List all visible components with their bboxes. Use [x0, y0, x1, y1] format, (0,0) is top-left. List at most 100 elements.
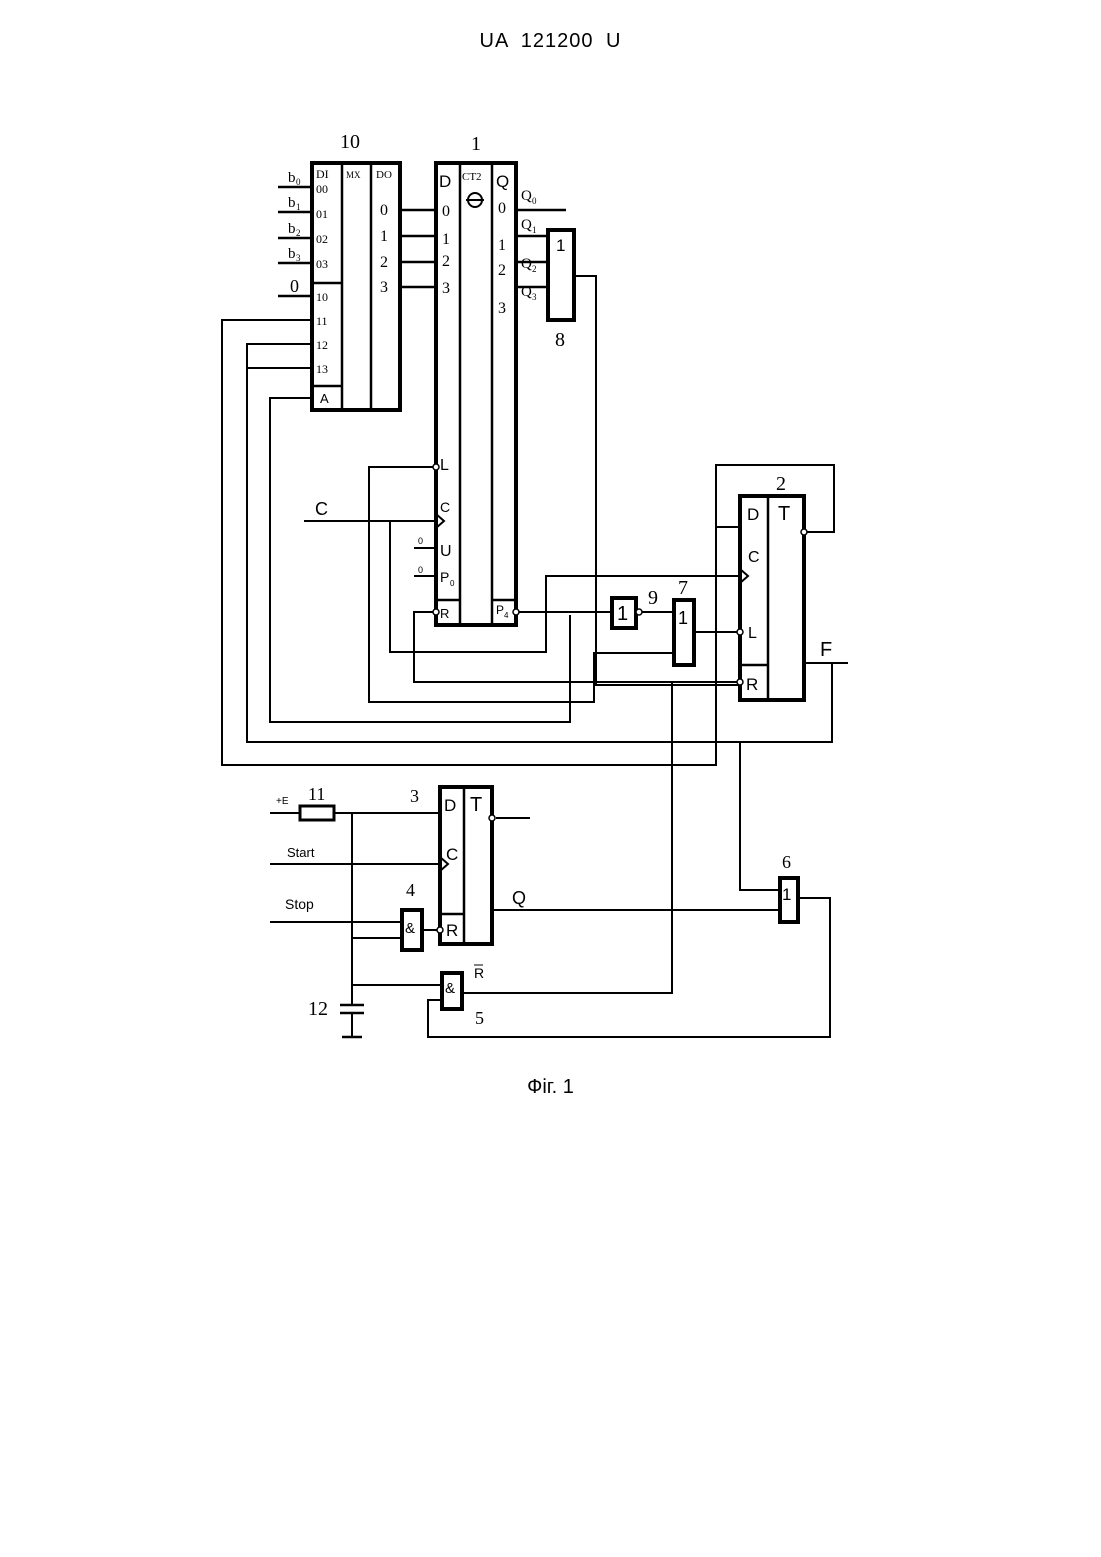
signal-b0: b [288, 170, 296, 186]
counter-block-1: 1 D CT2 Q 0 1 2 3 0 1 2 3 L C U P 0 R P … [433, 133, 519, 625]
counter-in-0: 0 [442, 203, 450, 220]
block-7-number: 7 [678, 577, 688, 599]
and-5-symbol: & [445, 980, 455, 997]
mux-label-03: 03 [316, 257, 328, 271]
block-4-number: 4 [406, 880, 415, 900]
signal-b0-sub: 0 [296, 177, 301, 187]
counter-label-l: L [440, 457, 449, 474]
mux-label-01: 01 [316, 207, 328, 221]
signal-u-zero: 0 [418, 536, 423, 546]
signal-p-zero: 0 [418, 565, 423, 575]
and-4-symbol: & [405, 920, 415, 937]
or-6-symbol: 1 [782, 885, 791, 904]
or-gate-6: 1 6 [780, 852, 798, 922]
counter-out-0: 0 [498, 200, 506, 217]
counter-out-1: 1 [498, 237, 506, 254]
counter-label-p0: P [440, 569, 449, 585]
block-8-number: 8 [555, 329, 565, 351]
mux-out-3: 3 [380, 279, 388, 296]
trigger-2-label-r: R [746, 675, 758, 694]
multiplexer-block-10: 10 DI MX DO 00 01 02 03 10 11 12 13 A 0 … [312, 131, 400, 410]
counter-label-q: Q [496, 172, 509, 191]
signal-f: F [820, 639, 832, 661]
signal-clock-c: C [315, 499, 328, 519]
trigger-2-label-d: D [747, 505, 759, 524]
signal-q0: Q [521, 188, 532, 204]
counter-in-2: 2 [442, 253, 450, 270]
signal-q-output: Q [512, 888, 526, 908]
block-10-number: 10 [340, 131, 360, 153]
counter-label-u: U [440, 543, 452, 560]
mux-label-10: 10 [316, 290, 328, 304]
block-2-number: 2 [776, 473, 786, 495]
signal-b2-sub: 2 [296, 228, 301, 238]
figure-caption: Фіг. 1 [0, 1076, 1101, 1099]
inverter-9-symbol: 1 [617, 603, 628, 625]
block-5-number: 5 [475, 1008, 484, 1028]
signal-q2-sub: 2 [532, 264, 537, 274]
and-gate-5: & 5 [442, 973, 484, 1028]
trigger-block-2: 2 D T C L R [737, 473, 807, 700]
block-12-number: 12 [308, 998, 328, 1020]
trigger-2-label-c: C [748, 549, 760, 566]
signal-q1-sub: 1 [532, 225, 537, 235]
trigger-3-label-t: T [470, 794, 482, 816]
mux-label-di: DI [316, 167, 329, 181]
signal-plus-e: +E [276, 796, 289, 807]
or-gate-8: 1 8 [548, 230, 574, 351]
or-8-symbol: 1 [556, 236, 565, 255]
mux-label-11: 11 [316, 314, 328, 328]
counter-label-r: R [440, 606, 449, 621]
mux-out-1: 1 [380, 228, 388, 245]
signal-zero-input: 0 [290, 276, 299, 296]
counter-out-3: 3 [498, 300, 506, 317]
counter-label-p4: P [496, 603, 504, 617]
signal-b1-sub: 1 [296, 202, 301, 212]
signal-q1: Q [521, 217, 532, 233]
signal-q3: Q [521, 284, 532, 300]
inverter-9: 1 9 [612, 587, 658, 628]
mux-label-13: 13 [316, 362, 328, 376]
signal-b3: b [288, 246, 296, 262]
trigger-3-label-d: D [444, 796, 456, 815]
mux-label-mx: MX [346, 170, 361, 180]
counter-in-3: 3 [442, 280, 450, 297]
mux-label-a: A [320, 391, 329, 406]
block-3-number: 3 [410, 786, 419, 806]
or-7-symbol: 1 [678, 608, 688, 628]
counter-out-2: 2 [498, 262, 506, 279]
block-9-number: 9 [648, 587, 658, 609]
trigger-3-label-r: R [446, 921, 458, 940]
signal-q3-sub: 3 [532, 292, 537, 302]
mux-label-02: 02 [316, 232, 328, 246]
block-11-number: 11 [308, 784, 325, 804]
signal-b2: b [288, 221, 296, 237]
or-gate-7: 1 7 [674, 577, 694, 665]
mux-out-2: 2 [380, 254, 388, 271]
mux-out-0: 0 [380, 202, 388, 219]
signal-r-bar: R [474, 965, 484, 981]
counter-label-c: C [440, 499, 450, 515]
block-6-number: 6 [782, 852, 791, 872]
trigger-3-label-c: C [446, 845, 458, 864]
counter-label-p0-sub: 0 [450, 579, 455, 588]
counter-in-1: 1 [442, 231, 450, 248]
signal-start: Start [287, 845, 315, 860]
signal-b1: b [288, 195, 296, 211]
signal-b3-sub: 3 [296, 253, 301, 263]
block-1-number: 1 [471, 133, 481, 155]
counter-label-p4-sub: 4 [504, 611, 509, 620]
mux-label-00: 00 [316, 182, 328, 196]
counter-label-ct2: CT2 [462, 171, 482, 183]
resistor-11: 11 [300, 784, 334, 820]
counter-label-d: D [439, 172, 451, 191]
trigger-2-label-t: T [778, 503, 790, 525]
signal-q2: Q [521, 256, 532, 272]
mux-label-do: DO [376, 169, 392, 181]
signal-q0-sub: 0 [532, 196, 537, 206]
mux-label-12: 12 [316, 338, 328, 352]
trigger-2-label-l: L [748, 625, 757, 642]
signal-stop: Stop [285, 896, 314, 912]
and-gate-4: & 4 [402, 880, 422, 950]
